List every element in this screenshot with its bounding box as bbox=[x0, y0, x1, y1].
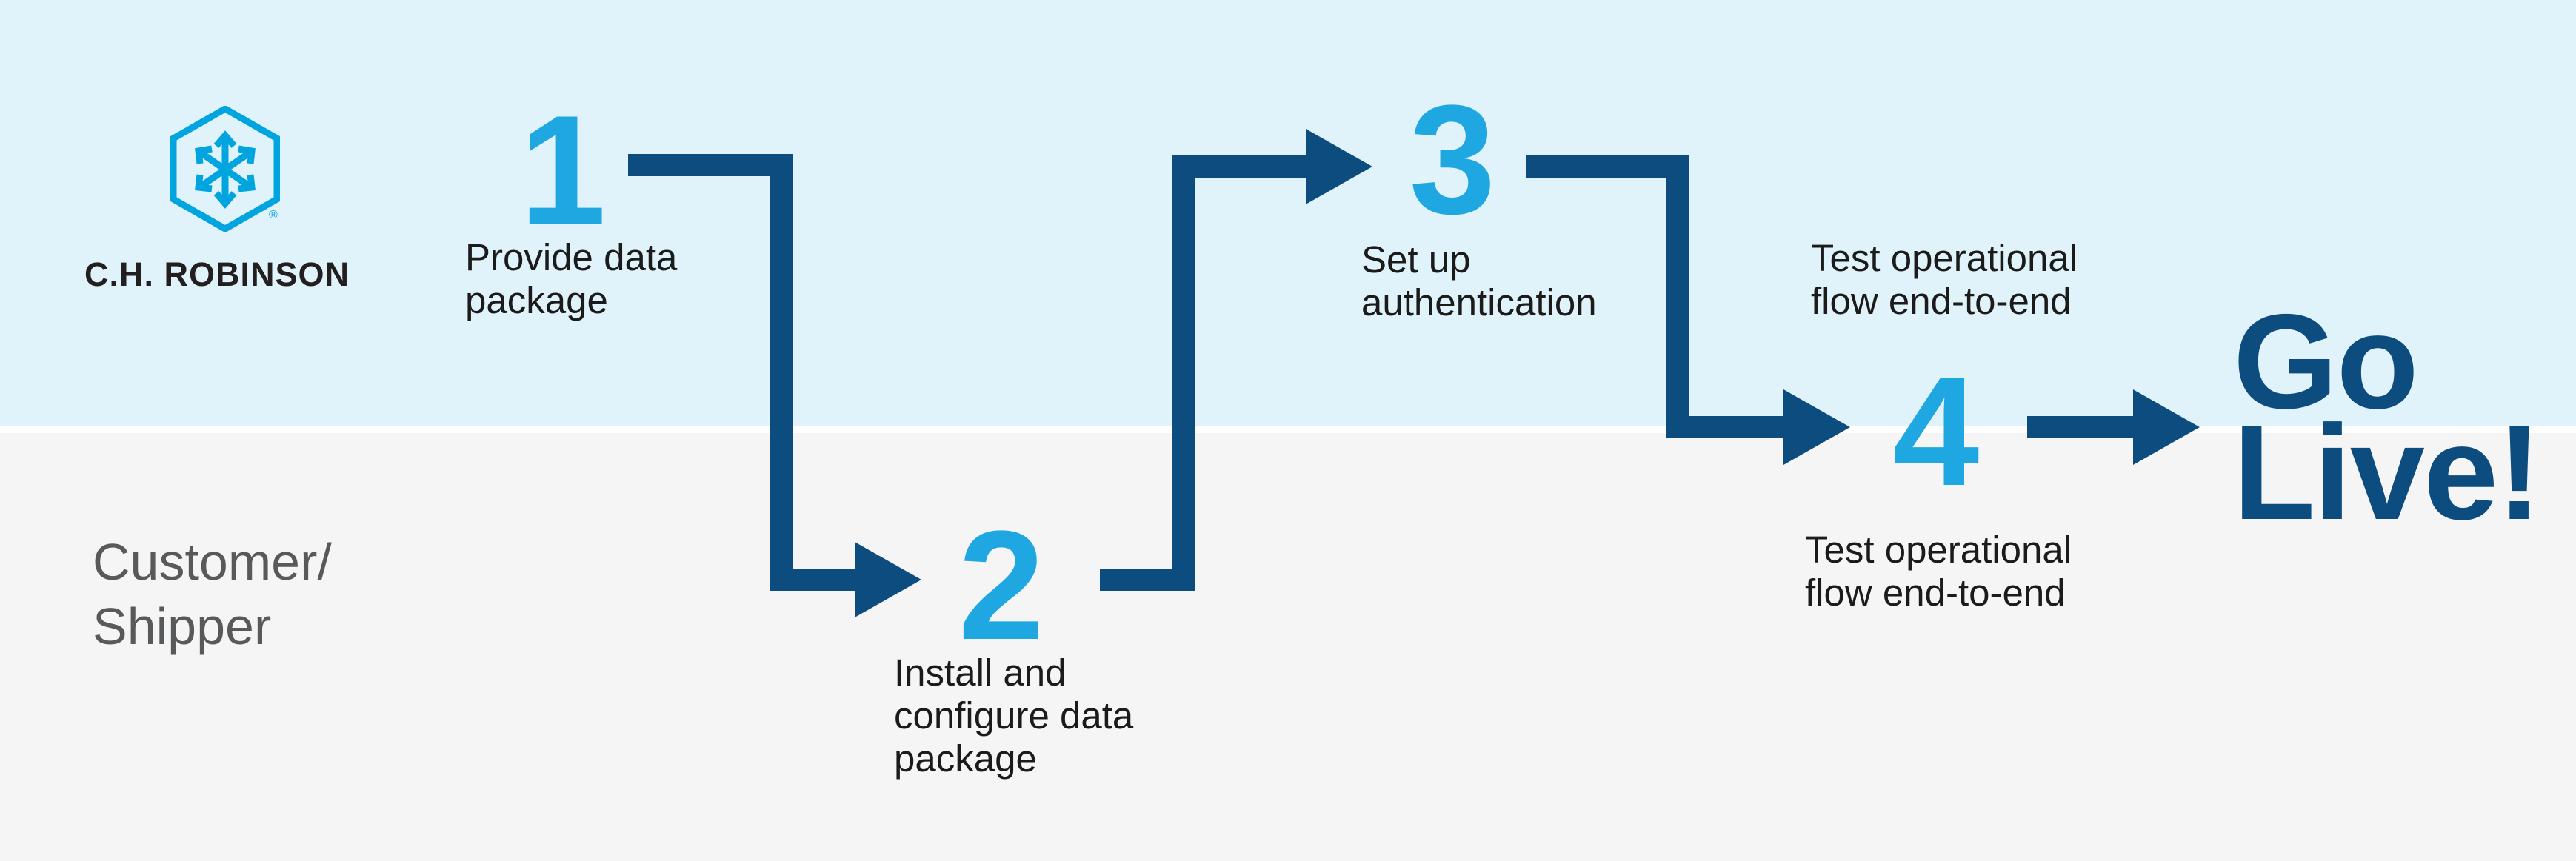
hexagon-cube-arrows-icon: ® bbox=[170, 106, 280, 232]
registered-trademark-icon: ® bbox=[269, 209, 278, 221]
arrow-segment bbox=[628, 154, 793, 176]
arrowhead-icon bbox=[1306, 129, 1372, 204]
customer-lane-band bbox=[0, 433, 2576, 861]
step-3-label: Set up authentication bbox=[1361, 238, 1597, 324]
step-4-number: 4 bbox=[1892, 344, 1980, 518]
step-3-number: 3 bbox=[1409, 73, 1496, 247]
arrow-segment bbox=[1666, 416, 1783, 438]
arrowhead-icon bbox=[2133, 389, 2200, 465]
arrow-segment bbox=[1172, 155, 1306, 178]
lane-divider bbox=[0, 426, 2576, 433]
step-2-number: 2 bbox=[958, 498, 1045, 672]
step-1-label: Provide data package bbox=[465, 236, 678, 321]
arrow-segment bbox=[1172, 155, 1195, 591]
step-2-label: Install and configure data package bbox=[894, 651, 1134, 780]
step-4-label-bottom: Test operational flow end-to-end bbox=[1805, 529, 2072, 614]
arrow-segment bbox=[770, 569, 855, 591]
arrowhead-icon bbox=[1783, 389, 1850, 465]
step-1-number: 1 bbox=[519, 83, 607, 257]
lane-label-customer-shipper: Customer/ Shipper bbox=[93, 533, 332, 655]
step-4-label-top: Test operational flow end-to-end bbox=[1811, 237, 2078, 322]
go-live-label: Go Live! bbox=[2233, 286, 2542, 548]
arrow-segment bbox=[2027, 416, 2135, 438]
chrobinson-lane-band bbox=[0, 0, 2576, 426]
arrow-segment bbox=[1526, 155, 1689, 178]
arrow-segment bbox=[1666, 155, 1689, 438]
arrowhead-icon bbox=[855, 542, 921, 617]
arrow-segment bbox=[770, 154, 793, 591]
brand-wordmark: C.H. ROBINSON bbox=[84, 255, 350, 293]
